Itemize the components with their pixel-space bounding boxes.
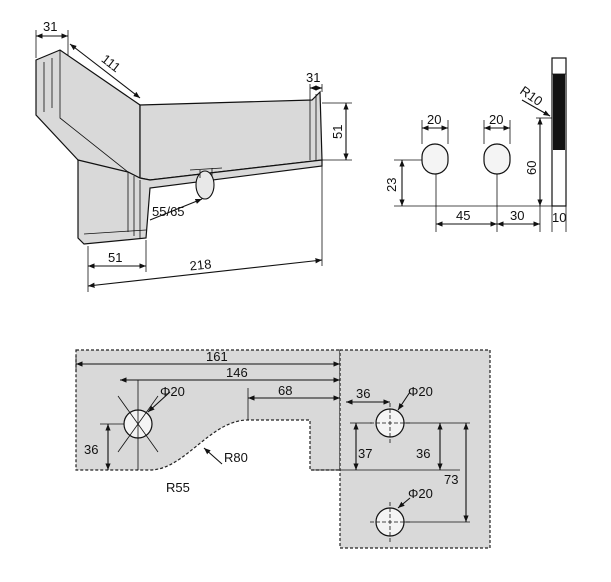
- flat-pattern-view: 161 146 Φ20 68 36 R80 R55 36 Φ20 37: [75, 349, 491, 549]
- dim-31-left: 31: [43, 19, 57, 34]
- slot-hole-left: [421, 143, 449, 175]
- dim-37: 37: [358, 446, 372, 461]
- end-plate-band: [553, 74, 565, 150]
- dim-45: 45: [456, 208, 470, 223]
- dim-111: 111: [99, 51, 124, 75]
- dim-phi20-left: Φ20: [160, 384, 185, 399]
- slot-bolt: [195, 170, 215, 200]
- dim-23: 23: [384, 178, 399, 192]
- dim-218: 218: [189, 256, 212, 273]
- dim-60: 60: [524, 161, 539, 175]
- dim-51-height: 51: [330, 125, 345, 139]
- dim-phi20-right-bottom: Φ20: [408, 486, 433, 501]
- plate-end-view: 20 20 R10 60 23 45 30 10: [384, 57, 567, 232]
- dim-51-bottom: 51: [108, 250, 122, 265]
- dim-r80: R80: [224, 450, 248, 465]
- dim-146: 146: [226, 365, 248, 380]
- slot-hole-right: [483, 143, 511, 175]
- dim-36-right: 36: [416, 446, 430, 461]
- dim-31-right: 31: [306, 70, 320, 85]
- dim-r55: R55: [166, 480, 190, 495]
- dim-20-right: 20: [489, 112, 503, 127]
- dim-73: 73: [444, 472, 458, 487]
- dim-36-top: 36: [356, 386, 370, 401]
- dim-r10: R10: [517, 83, 545, 109]
- dim-phi20-right-top: Φ20: [408, 384, 433, 399]
- dim-68: 68: [278, 383, 292, 398]
- dim-20-left: 20: [427, 112, 441, 127]
- dim-55-65: 55/65: [152, 204, 185, 219]
- isometric-hinge-view: 31 111 31 51 55/65 51 218: [35, 19, 352, 292]
- dim-30: 30: [510, 208, 524, 223]
- dim-36-left: 36: [84, 442, 98, 457]
- dim-161: 161: [206, 349, 228, 364]
- dim-10: 10: [552, 210, 566, 225]
